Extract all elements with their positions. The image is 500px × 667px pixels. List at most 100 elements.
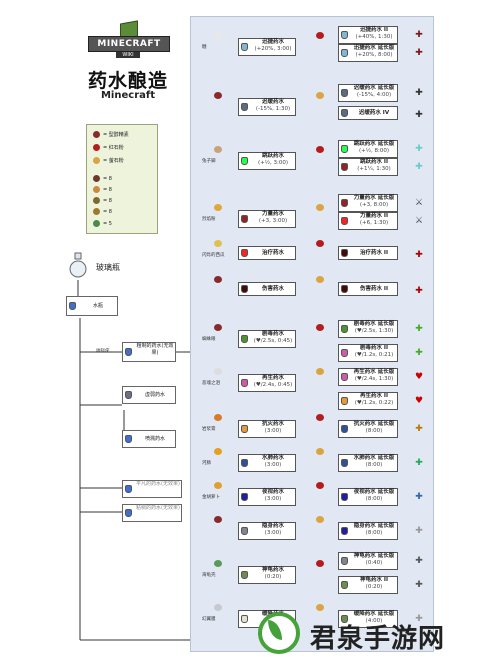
potion-effect: (♥/2.5s, 1:30) [354, 328, 394, 334]
potion-icon [341, 249, 348, 257]
ingredient-label: 恶魂之泪 [202, 381, 220, 386]
ingredient-icon [93, 175, 100, 182]
status-effect-icon: ✚ [415, 250, 423, 260]
watermark-text: 君泉手游网 [310, 624, 446, 654]
glowstone-icon [93, 157, 100, 164]
potion-icon [341, 109, 348, 117]
enhanced-potion-node: 再生药水 II(♥/1.2s, 0:22) [338, 392, 398, 410]
status-effect-icon: ✚ [415, 526, 423, 536]
page-subtitle: Minecraft [100, 90, 156, 101]
potion-icon [341, 285, 348, 293]
legend-item: = 8 [93, 197, 112, 204]
potion-effect: (♥/2.4s, 1:30) [354, 376, 394, 382]
potion-name: 神龟药水 延长版 [353, 553, 395, 559]
potion-effect: (+3, 8:00) [359, 202, 389, 208]
potion-name: 迟缓药水 [261, 99, 284, 105]
status-effect-icon: ✚ [415, 110, 423, 120]
potion-name: 抗火药水 [261, 421, 284, 427]
enhanced-potion-node: 抗火药水 延长版(8:00) [338, 420, 398, 438]
glowstone-icon [316, 516, 324, 523]
redstone-icon [316, 32, 324, 39]
potion-name: 迟缓药水 IV [358, 110, 390, 116]
ingredient-label: 兔子脚 [202, 159, 216, 164]
potion-name: 跳跃药水 延长版 [353, 141, 395, 147]
enhanced-potion-node: 治疗药水 II [338, 246, 398, 260]
ingredient-label: 地狱疣 [96, 349, 110, 354]
enhanced-potion-node: 迟缓药水 IV [338, 106, 398, 120]
redstone-icon [316, 146, 324, 153]
potion-name: 伤害药水 [261, 286, 284, 292]
potion-node: 剧毒药水(♥/2.5s, 0:45) [238, 330, 296, 348]
enhanced-potion-node: 跳跃药水 II(+1¼, 1:30) [338, 158, 398, 176]
status-effect-icon: ♥ [414, 396, 424, 406]
potion-node: 夜视药水(3:00) [238, 488, 296, 506]
potion-icon [125, 348, 132, 356]
potion-effect: (+40%, 1:30) [355, 34, 393, 40]
potion-icon [241, 43, 248, 51]
potion-effect: (8:00) [365, 530, 383, 536]
legend-item: = 8 [93, 208, 112, 215]
potion-node: 治疗药水 [238, 246, 296, 260]
potion-icon [241, 103, 248, 111]
potion-effect: (♥/2.4s, 0:45) [253, 382, 293, 388]
status-effect-icon: ✚ [415, 162, 423, 172]
potion-icon [241, 527, 248, 535]
site-watermark: 君泉手游网 [250, 610, 486, 660]
potion-icon [341, 199, 348, 207]
ingredient-label: 金胡萝卜 [202, 495, 220, 500]
status-effect-icon: ✚ [415, 424, 423, 434]
potion-icon [341, 527, 348, 535]
potion-icon [341, 217, 348, 225]
status-effect-icon: ⚔ [414, 198, 424, 208]
ingredient-icon [93, 197, 100, 204]
ingredient-icon [214, 448, 222, 455]
potion-name: 剧毒药水 延长版 [353, 321, 395, 327]
potion-effect: (-15%, 1:30) [255, 106, 291, 112]
legend-item: = 型醇精素 [93, 131, 129, 138]
fermented-spider-eye-icon [93, 131, 100, 138]
potion-effect: (+3, 3:00) [258, 218, 288, 224]
potion-icon [341, 493, 348, 501]
status-effect-icon: ✚ [415, 614, 423, 624]
potion-effect: (+20%, 8:00) [355, 52, 393, 58]
legend-item: = 5 [93, 220, 112, 227]
potion-icon [341, 557, 348, 565]
potion-node: 隐身药水(3:00) [238, 522, 296, 540]
potion-icon [241, 379, 248, 387]
ingredient-label: 河豚 [202, 461, 211, 466]
watermark-logo-icon [258, 612, 300, 654]
water-bottle-node: 水瓶 [66, 296, 118, 316]
potion-icon [241, 615, 248, 623]
potion-name: 迅捷药水 II [359, 27, 388, 33]
enhanced-potion-node: 伤害药水 II [338, 282, 398, 296]
potion-icon [241, 459, 248, 467]
potion-effect: (8:00) [365, 428, 383, 434]
potion-name: 缓降药水 延长版 [353, 611, 395, 617]
potion-effect: (+½, 8:00) [358, 148, 390, 154]
ingredient-label: 糖 [202, 45, 207, 50]
potion-effect: (0:40) [365, 560, 383, 566]
potion-icon [241, 571, 248, 579]
potion-node: 迟缓药水(-15%, 1:30) [238, 98, 296, 116]
potion-name: 神龟药水 [261, 567, 284, 573]
logo-wordmark: MINECRAFT [88, 36, 170, 52]
potion-node: 抗火药水(3:00) [238, 420, 296, 438]
potion-icon [341, 349, 348, 357]
potion-effect: (-15%, 4:00) [356, 92, 392, 98]
potion-name: 再生药水 延长版 [353, 369, 395, 375]
potion-effect: (+20%, 3:00) [254, 46, 292, 52]
status-effect-icon: ✚ [415, 458, 423, 468]
mundane-potion-node: 平凡的药水(无效果) [122, 480, 182, 498]
potion-name: 抗火药水 延长版 [353, 421, 395, 427]
logo-sub: WIKI [116, 52, 140, 58]
ingredient-legend: = 型醇精素 = 红石粉 = 萤石粉 = 8 = 8 = 8 = 8 = 5 [86, 124, 158, 234]
potion-name: 迅捷药水 延长版 [353, 45, 395, 51]
potion-icon [341, 89, 348, 97]
legend-item: = 8 [93, 175, 112, 182]
glass-bottle-icon [69, 252, 87, 278]
potion-name: 治疗药水 [261, 250, 284, 256]
ingredient-icon [214, 604, 222, 611]
potion-icon [341, 459, 348, 467]
potion-name: 跳跃药水 II [359, 159, 388, 165]
potion-icon [241, 157, 248, 165]
